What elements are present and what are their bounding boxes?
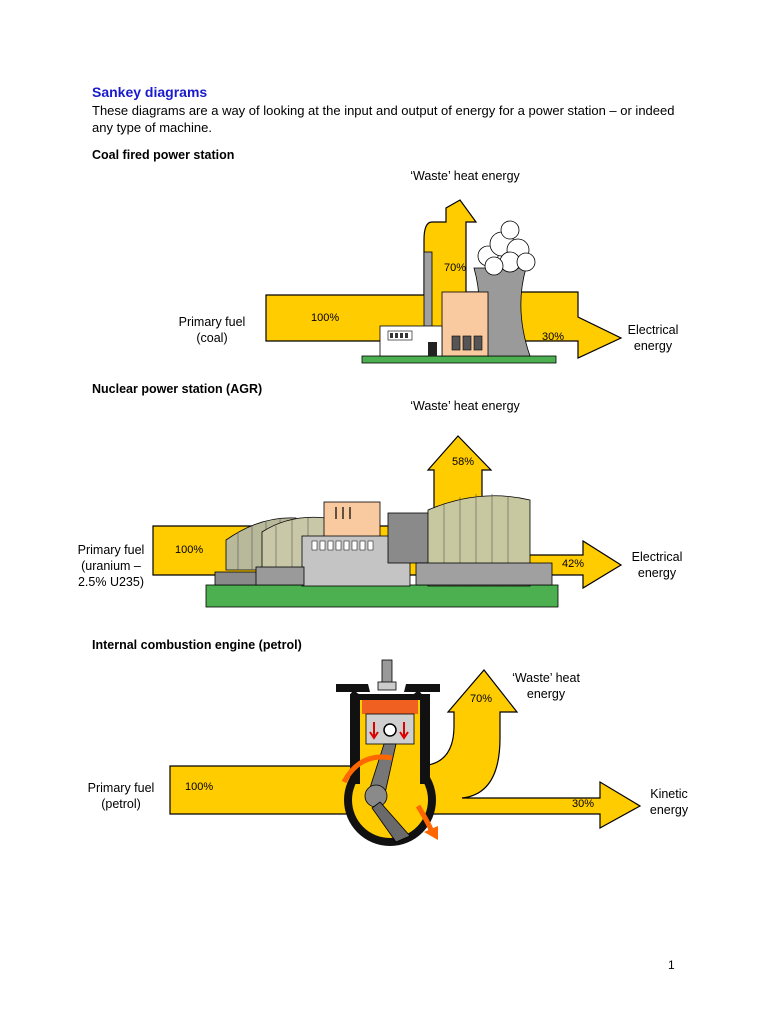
nuclear-input-label: Primary fuel (uranium – 2.5% U235) <box>77 543 145 589</box>
nuclear-input-percent: 100% <box>175 544 204 556</box>
coal-waste-label: ‘Waste’ heat energy <box>410 169 520 183</box>
coal-sankey-arrow <box>265 199 623 359</box>
section-heading-nuclear: Nuclear power station (AGR) <box>92 382 263 396</box>
nuclear-power-station-illustration <box>205 494 559 608</box>
coal-input-label: Primary fuel (coal) <box>178 315 246 345</box>
engine-output-percent: 30% <box>572 798 595 810</box>
coal-output-percent: 30% <box>542 331 565 343</box>
page-title: Sankey diagrams <box>92 84 208 100</box>
nuclear-output-percent: 42% <box>562 558 585 570</box>
coal-input-percent: 100% <box>311 312 340 324</box>
intro-text: These diagrams are a way of looking at t… <box>92 103 675 135</box>
engine-cylinder-illustration <box>336 659 440 846</box>
engine-input-label: Primary fuel (petrol) <box>87 781 155 811</box>
engine-output-label: Kinetic energy <box>649 787 689 817</box>
nuclear-output-label: Electrical energy <box>631 550 683 580</box>
coal-output-label: Electrical energy <box>627 323 679 353</box>
engine-waste-label: ‘Waste’ heat energy <box>512 671 580 701</box>
coal-power-station-illustration <box>361 220 557 364</box>
nuclear-waste-percent: 58% <box>452 456 475 468</box>
nuclear-waste-label: ‘Waste’ heat energy <box>410 399 520 413</box>
engine-waste-percent: 70% <box>470 693 493 705</box>
section-heading-engine: Internal combustion engine (petrol) <box>92 638 302 652</box>
page-number: 1 <box>668 958 675 972</box>
section-heading-coal: Coal fired power station <box>92 148 235 162</box>
engine-sankey-arrow <box>169 669 642 830</box>
engine-input-percent: 100% <box>185 781 214 793</box>
coal-waste-percent: 70% <box>444 262 467 274</box>
